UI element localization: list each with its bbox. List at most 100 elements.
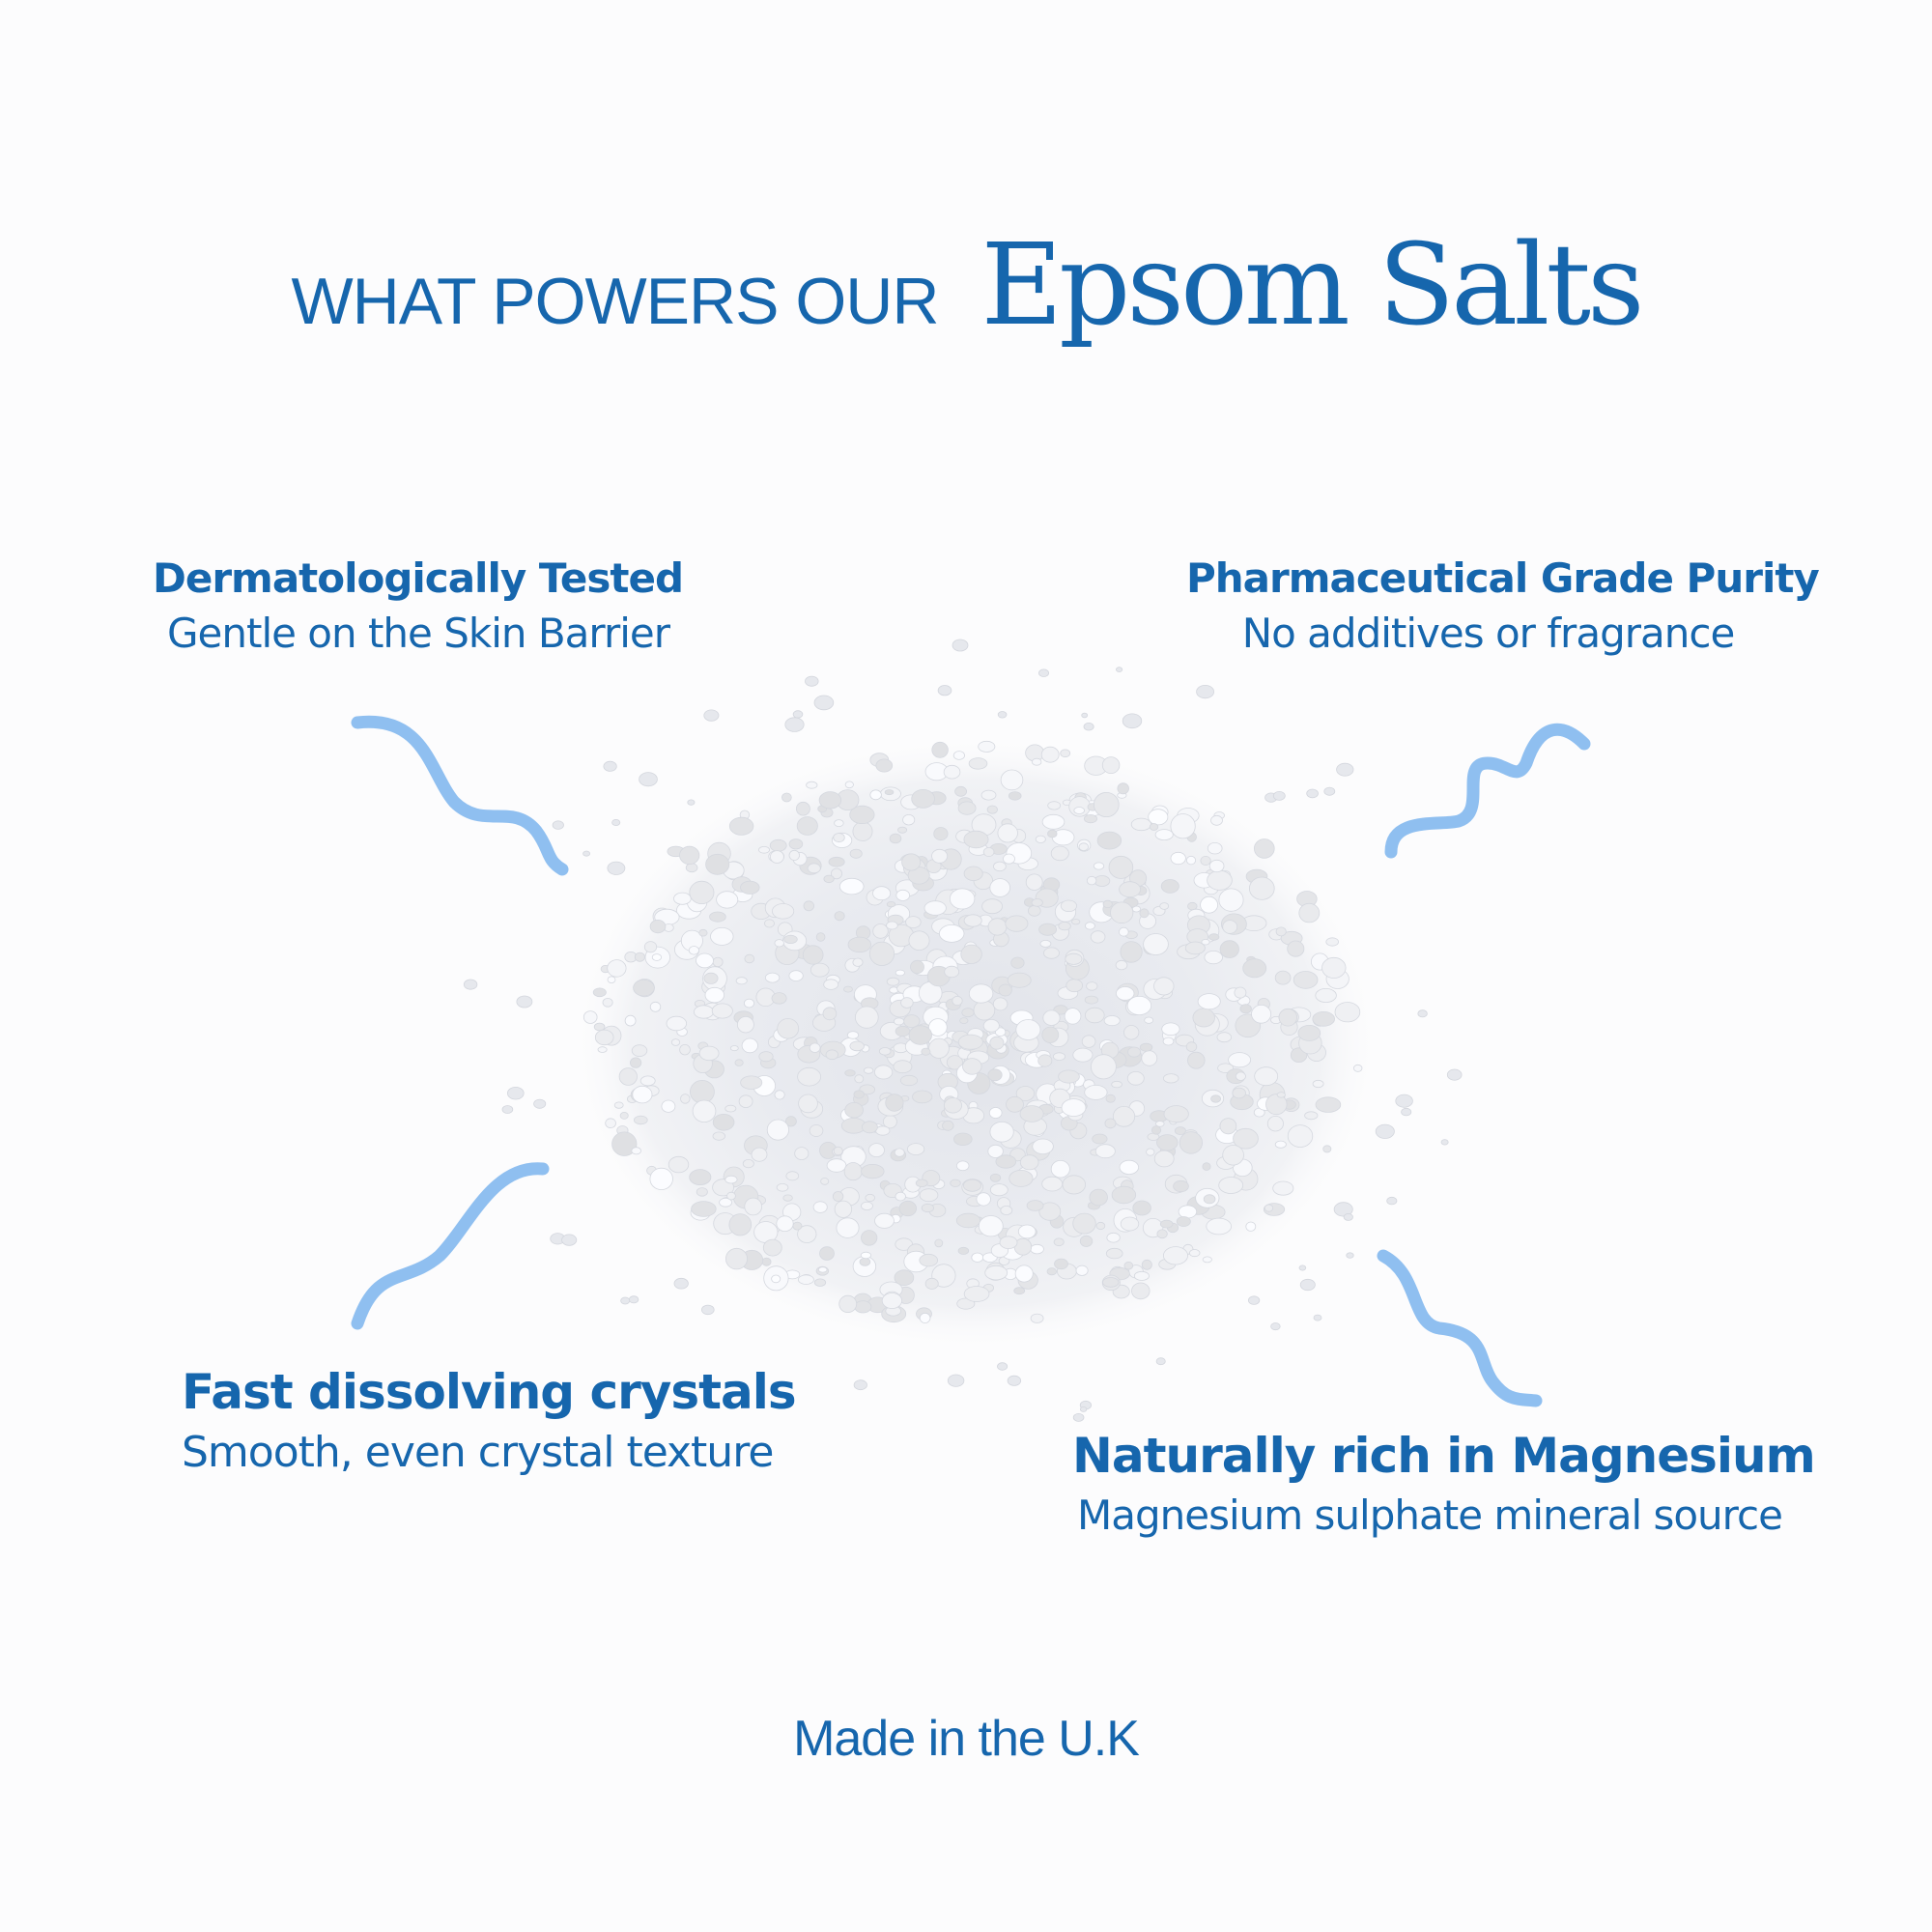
salt-crystal (823, 979, 839, 990)
salt-crystal (1139, 908, 1150, 919)
salt-crystal (726, 1191, 736, 1201)
salt-crystal (923, 900, 947, 916)
salt-crystal (886, 900, 896, 908)
salt-crystal-loose (1196, 684, 1214, 699)
salt-crystal (899, 1074, 919, 1087)
salt-crystal (921, 1047, 931, 1056)
salt-crystal (1266, 1115, 1284, 1132)
salt-crystal-loose (947, 1374, 965, 1387)
salt-crystal (1232, 1087, 1246, 1099)
salt-crystal (889, 833, 902, 844)
salt-crystal (910, 959, 924, 975)
salt-crystal (968, 983, 994, 1004)
salt-crystal (1202, 1256, 1212, 1264)
salt-crystal (742, 1159, 754, 1169)
salt-crystal (1053, 1052, 1066, 1061)
salt-crystal (1131, 1282, 1151, 1300)
salt-crystal (611, 1131, 638, 1156)
salt-crystal-loose (1386, 1196, 1398, 1206)
salt-crystal (1092, 1133, 1108, 1145)
salt-crystal (944, 965, 960, 979)
salt-crystal (1143, 933, 1169, 955)
salt-crystal (624, 1014, 637, 1027)
salt-crystal (1054, 1258, 1068, 1270)
salt-crystal (666, 1015, 688, 1032)
salt-crystal (1233, 1127, 1259, 1150)
salt-crystal (737, 1015, 754, 1034)
salt-crystal (1037, 1054, 1053, 1067)
salt-crystal (949, 888, 976, 910)
salt-crystal (758, 1051, 774, 1063)
salt-crystal (984, 1264, 1009, 1281)
salt-crystal-loose (1401, 1107, 1412, 1117)
salt-crystal-loose (1072, 1413, 1085, 1422)
salt-crystal (1249, 876, 1275, 900)
salt-crystal-loose (1313, 1314, 1322, 1321)
salt-crystal (705, 853, 730, 875)
salt-crystal (1106, 1232, 1121, 1243)
salt-crystal (928, 1037, 950, 1059)
salt-crystal (1086, 981, 1098, 991)
salt-crystal (703, 972, 719, 984)
salt-crystal (833, 1146, 843, 1156)
salt-crystal (1010, 956, 1025, 969)
salt-crystal (931, 848, 949, 864)
salt-crystal (1119, 1159, 1140, 1176)
salt-crystal (1132, 1200, 1151, 1216)
salt-crystal (605, 1118, 616, 1128)
salt-crystal (862, 1121, 878, 1134)
salt-crystal (1111, 1080, 1122, 1089)
salt-crystal-loose (853, 1379, 867, 1391)
salt-crystal (989, 1036, 1005, 1050)
salt-crystal (1119, 881, 1141, 898)
salt-crystal (962, 1058, 982, 1075)
salt-crystal (989, 1121, 1014, 1143)
salt-crystal (957, 801, 977, 815)
salt-crystal (978, 740, 996, 753)
salt-crystal (886, 977, 900, 986)
salt-crystal (770, 850, 784, 864)
salt-crystal (957, 1034, 983, 1050)
salt-crystal (893, 1060, 913, 1074)
salt-crystal (1159, 1219, 1174, 1229)
salt-crystal (1000, 1206, 1013, 1216)
salt-crystal (1156, 1134, 1179, 1151)
salt-crystal (771, 992, 787, 1005)
salt-crystal (785, 1116, 797, 1127)
salt-crystal (873, 1065, 894, 1080)
salt-crystal (1218, 1177, 1244, 1194)
salt-crystal (1156, 1229, 1168, 1239)
salt-crystal (1008, 791, 1022, 801)
salt-crystal (1207, 842, 1223, 855)
salt-crystal (764, 919, 775, 928)
salt-crystal (1254, 1066, 1279, 1087)
salt-crystal (1093, 862, 1105, 870)
feature-pharmaceutical-purity: Pharmaceutical Grade Purity No additives… (1186, 554, 1820, 657)
salt-crystal (1235, 1071, 1246, 1081)
salt-crystal (867, 1143, 885, 1157)
salt-crystal (649, 1001, 662, 1012)
salt-crystal (744, 998, 755, 1009)
salt-crystal (1153, 977, 1175, 996)
salt-crystal (776, 1215, 794, 1232)
salt-crystal (1148, 809, 1169, 826)
salt-crystal (1304, 1111, 1319, 1121)
salt-crystal (1245, 1221, 1257, 1232)
salt-crystal-loose (501, 1105, 514, 1114)
salt-crystal (716, 891, 739, 909)
salt-crystal (1060, 899, 1078, 913)
salt-crystal (939, 924, 965, 943)
salt-crystal (1264, 1204, 1274, 1212)
salt-crystal (1096, 831, 1122, 850)
headline: WHAT POWERS OUR Epsom Salts (0, 220, 1932, 355)
salt-crystal (911, 789, 935, 809)
salt-crystal (758, 845, 771, 854)
salt-crystal (679, 845, 700, 866)
salt-crystal (847, 936, 872, 953)
salt-crystal-loose (1306, 788, 1319, 799)
salt-crystal (1208, 933, 1220, 941)
salt-crystal (952, 995, 963, 1007)
salt-crystal (999, 1236, 1018, 1249)
salt-crystal (849, 848, 863, 859)
salt-crystal (797, 1066, 821, 1087)
